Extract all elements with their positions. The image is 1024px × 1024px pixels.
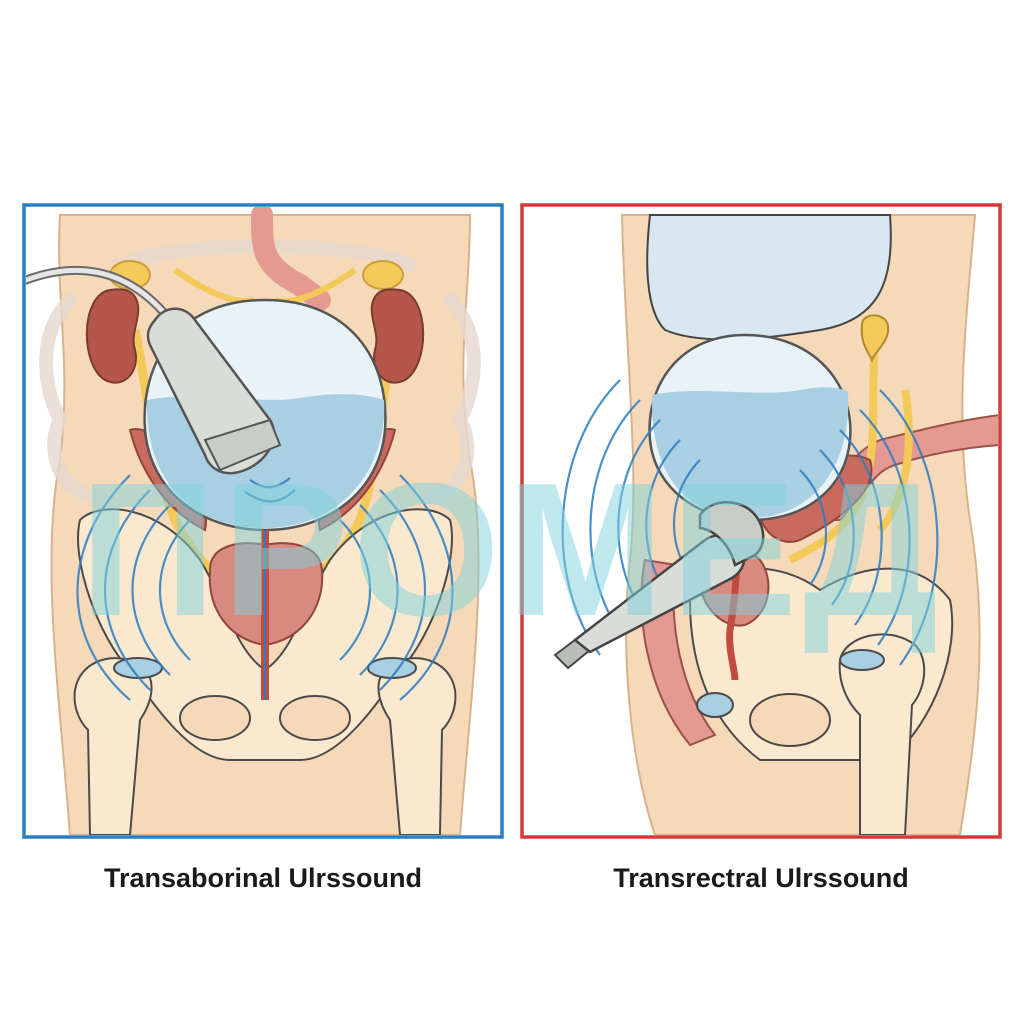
transabdominal-panel: [22, 203, 504, 839]
left-femur: [73, 657, 153, 835]
aorta: [251, 207, 331, 311]
right-femur: [377, 657, 457, 835]
hip-joint-side: [839, 649, 885, 671]
obturator-left: [179, 695, 251, 741]
transrectal-caption: Transrectral Ulrssound: [613, 863, 909, 893]
vessel-side: [876, 389, 913, 533]
right-adrenal: [362, 260, 404, 290]
transrectal-panel: [520, 203, 1002, 839]
transrectal-frame: [520, 203, 1002, 839]
sound-wave-icon: [76, 474, 454, 701]
ultrasound-probe-icon: [553, 501, 765, 670]
obturator-side: [749, 693, 831, 747]
watermark-text: ПРОМЕД: [80, 444, 945, 656]
bladder-fluid-side: [651, 387, 849, 518]
right-kidney: [370, 288, 425, 384]
hip-joint-right: [367, 657, 417, 679]
left-kidney: [85, 288, 140, 384]
femur-side: [838, 633, 926, 835]
transabdominal-frame: [22, 203, 504, 839]
ultrasound-probe-icon: [146, 307, 282, 475]
sound-wave-icon: [561, 379, 939, 666]
gland-side: [860, 314, 890, 363]
watermark: ПРОМЕД: [80, 444, 945, 656]
hip-joint-left: [113, 657, 163, 679]
transabdominal-caption: Transaborinal Ulrssound: [103, 863, 423, 893]
obturator-right: [279, 695, 351, 741]
pubic-ring: [696, 692, 734, 718]
